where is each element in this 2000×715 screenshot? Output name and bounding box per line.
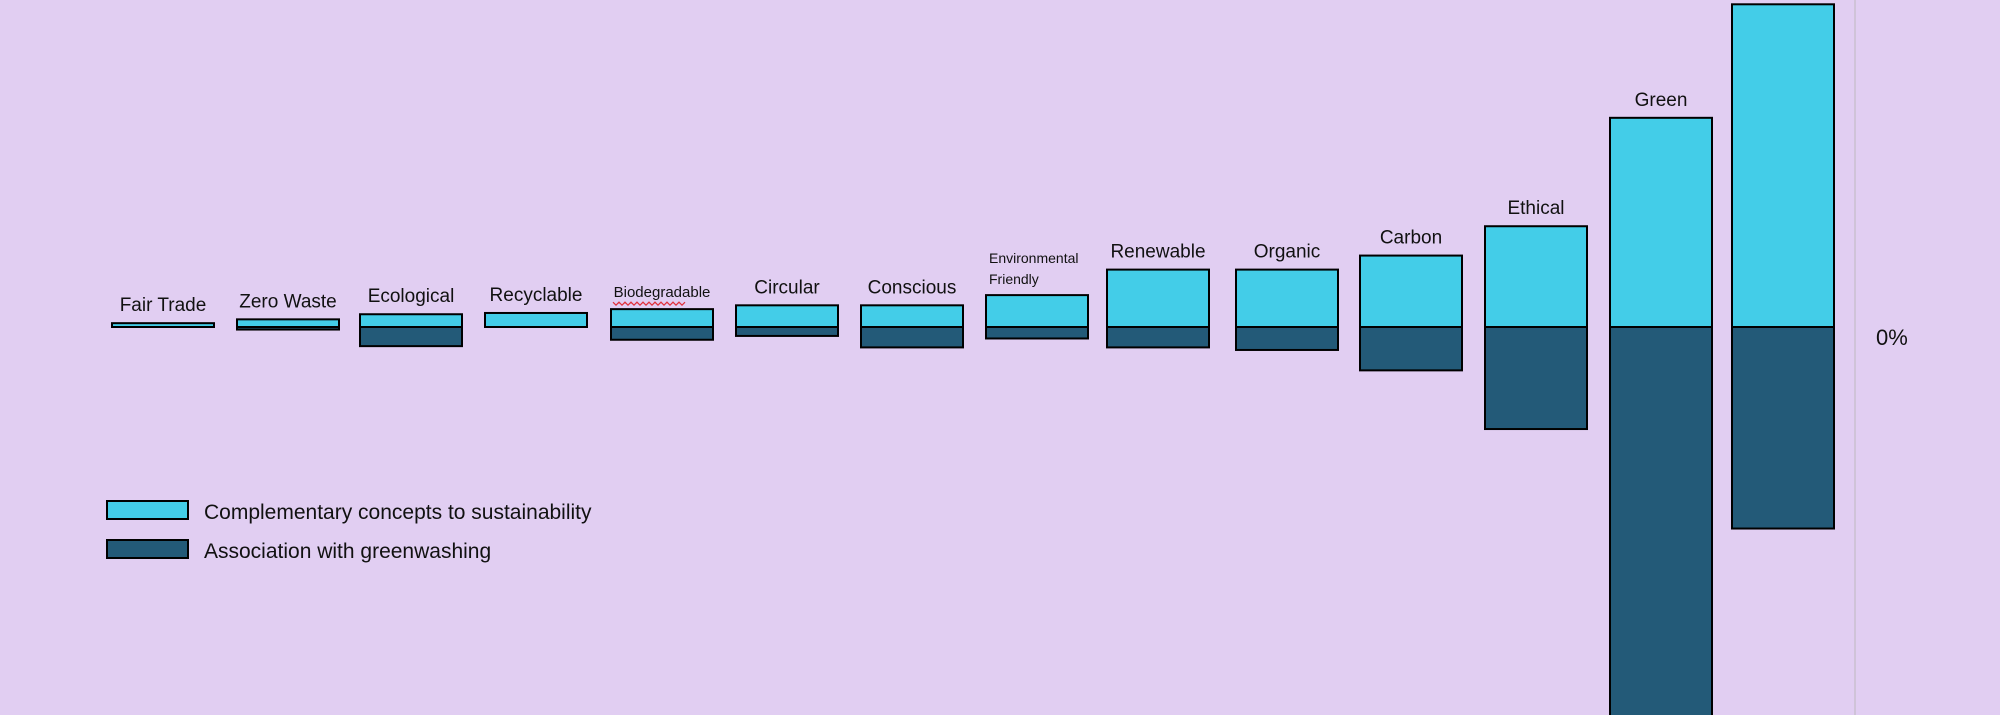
category-label: Organic xyxy=(1254,242,1321,263)
bar-complementary xyxy=(111,322,215,328)
legend: Complementary concepts to sustainability… xyxy=(106,500,592,563)
category-label: Fair Trade xyxy=(120,295,207,316)
category-label-part: Friendly xyxy=(989,271,1039,287)
legend-swatch-complementary xyxy=(106,500,189,520)
bar-greenwashing xyxy=(1235,326,1339,351)
category-label: Renewable xyxy=(1110,242,1205,263)
bar-complementary xyxy=(1609,116,1713,329)
legend-swatch-greenwashing xyxy=(106,539,189,559)
category-label: Zero Waste xyxy=(239,291,337,312)
bar-complementary xyxy=(1106,268,1210,329)
bar-complementary xyxy=(359,313,463,328)
category-label: Biodegradable xyxy=(614,284,711,301)
bar-greenwashing xyxy=(1106,326,1210,349)
bar-greenwashing xyxy=(610,326,714,341)
category-label: Circular xyxy=(754,277,820,298)
category-label: Ethical xyxy=(1507,198,1564,219)
bar-greenwashing xyxy=(1609,326,1713,715)
category-label: Green xyxy=(1635,90,1688,111)
bar-complementary xyxy=(1235,268,1339,329)
bar-greenwashing xyxy=(735,326,839,337)
zero-percent-label: 0% xyxy=(1876,325,1908,350)
bar-complementary xyxy=(860,304,964,328)
bar-greenwashing xyxy=(1731,326,1835,530)
bar-complementary xyxy=(484,311,588,329)
bar-complementary xyxy=(1731,3,1835,329)
spellcheck-underline xyxy=(612,301,686,306)
category-label-part: Environmental xyxy=(989,250,1079,266)
bar-greenwashing xyxy=(860,326,964,349)
bar-complementary xyxy=(735,304,839,328)
bar-complementary xyxy=(985,294,1089,328)
bar-greenwashing xyxy=(985,326,1089,340)
category-label: Conscious xyxy=(868,277,957,298)
legend-label-greenwashing: Association with greenwashing xyxy=(204,540,491,563)
bar-complementary xyxy=(610,308,714,329)
bar-complementary xyxy=(1484,225,1588,329)
category-label: Recyclable xyxy=(490,285,583,306)
bar-greenwashing xyxy=(1484,326,1588,431)
category-label: Carbon xyxy=(1380,228,1442,249)
bar-complementary xyxy=(1359,254,1463,329)
bar-complementary xyxy=(236,318,340,328)
legend-label-complementary: Complementary concepts to sustainability xyxy=(204,501,592,524)
bar-greenwashing xyxy=(1359,326,1463,372)
category-label: Ecological xyxy=(368,286,455,307)
bar-greenwashing xyxy=(359,326,463,348)
